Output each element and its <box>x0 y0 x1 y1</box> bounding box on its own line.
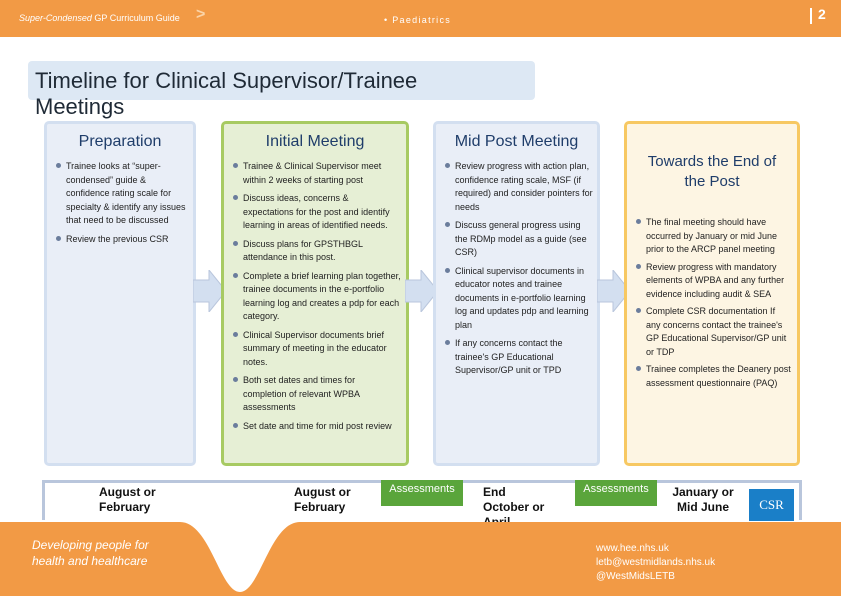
assessments-badge: Assessments <box>381 480 463 506</box>
list-item: Complete a brief learning plan together,… <box>233 270 401 324</box>
footer-bar <box>0 522 841 596</box>
divider <box>810 8 812 24</box>
page-title: Timeline for Clinical Supervisor/Trainee… <box>35 68 418 119</box>
footer-links: www.hee.nhs.uk letb@westmidlands.nhs.uk … <box>596 542 816 584</box>
website-link[interactable]: www.hee.nhs.uk <box>596 543 669 554</box>
header-bar <box>0 0 841 37</box>
twitter-link[interactable]: @WestMidsLETB <box>596 571 675 582</box>
list-item: Clinical Supervisor documents brief summ… <box>233 329 401 370</box>
panel-title: Initial Meeting <box>265 133 365 150</box>
end-of-post-list: The final meeting should have occurred b… <box>636 216 792 394</box>
preparation-list: Trainee looks at “super-condensed” guide… <box>56 160 186 251</box>
email-link[interactable]: letb@westmidlands.nhs.uk <box>596 557 716 568</box>
footer-tagline: Developing people for health and healthc… <box>32 538 149 568</box>
timeline-date-preparation: August or February <box>99 485 156 514</box>
panel-initial-meeting: Initial Meeting Trainee & Clinical Super… <box>221 121 409 466</box>
title-background <box>28 61 535 100</box>
chevron-right-icon: > <box>196 6 206 23</box>
page-number: 2 <box>818 6 826 22</box>
list-item: Review progress with action plan, confid… <box>445 160 593 214</box>
panel-title: Preparation <box>78 133 162 150</box>
arrow-right-icon <box>597 270 631 312</box>
timeline-date-initial: August or February <box>294 485 351 514</box>
list-item: Complete CSR documentation If any concer… <box>636 305 792 359</box>
panel-title: Mid Post Meeting <box>454 133 579 150</box>
timeline-date-end: January or Mid June <box>672 485 734 514</box>
list-item: Review the previous CSR <box>56 233 186 247</box>
csr-badge: CSR <box>749 489 794 521</box>
list-item: Discuss plans for GPSTHBGL attendance in… <box>233 238 401 265</box>
timeline-date-mid: End October or April <box>483 485 545 522</box>
mid-post-list: Review progress with action plan, confid… <box>445 160 593 383</box>
list-item: The final meeting should have occurred b… <box>636 216 792 257</box>
panel-preparation: Preparation Trainee looks at “super-cond… <box>44 121 196 466</box>
list-item: Trainee looks at “super-condensed” guide… <box>56 160 186 228</box>
list-item: Discuss general progress using the RDMp … <box>445 219 593 260</box>
initial-meeting-list: Trainee & Clinical Supervisor meet withi… <box>233 160 401 438</box>
arrow-right-icon <box>405 270 439 312</box>
section-label: • Paediatrics <box>384 15 452 25</box>
list-item: Review progress with mandatory elements … <box>636 261 792 302</box>
list-item: Set date and time for mid post review <box>233 420 401 434</box>
panel-title: Towards the End of the Post <box>647 153 777 190</box>
list-item: Discuss ideas, concerns & expectations f… <box>233 192 401 233</box>
assessments-badge: Assessments <box>575 480 657 506</box>
guide-title: Super-Condensed GP Curriculum Guide <box>19 13 180 23</box>
arrow-right-icon <box>193 270 227 312</box>
panel-end-of-post: Towards the End of the Post The final me… <box>624 121 800 466</box>
panel-mid-post-meeting: Mid Post Meeting Review progress with ac… <box>433 121 600 466</box>
list-item: Trainee & Clinical Supervisor meet withi… <box>233 160 401 187</box>
list-item: Trainee completes the Deanery post asses… <box>636 363 792 390</box>
list-item: Both set dates and times for completion … <box>233 374 401 415</box>
list-item: If any concerns contact the trainee's GP… <box>445 337 593 378</box>
list-item: Clinical supervisor documents in educato… <box>445 265 593 333</box>
footer-curve <box>180 522 300 592</box>
